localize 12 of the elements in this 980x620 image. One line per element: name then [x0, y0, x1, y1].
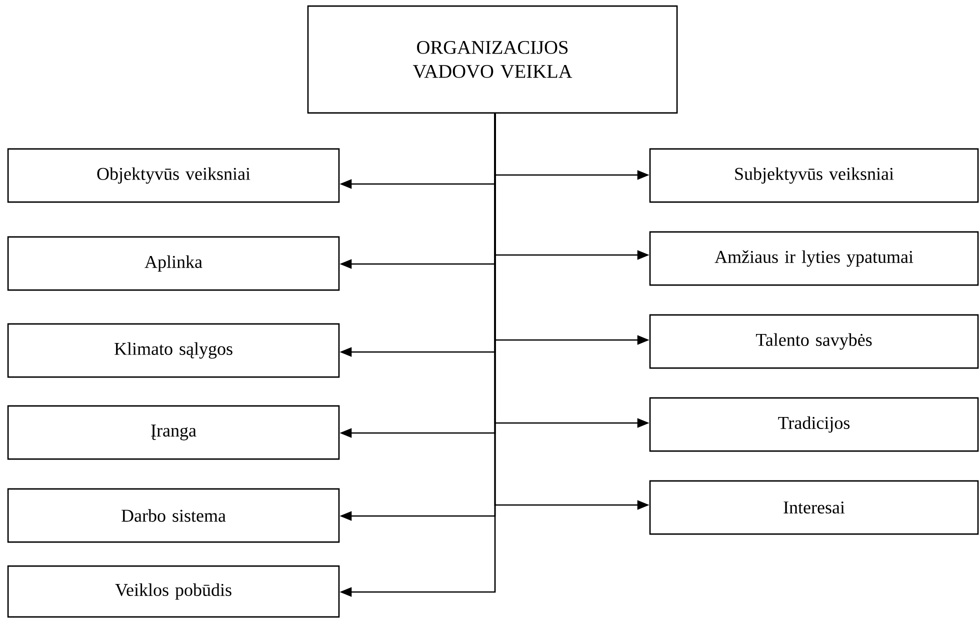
factor-box: Interesai [649, 480, 979, 535]
factor-box: Darbo sistema [7, 488, 340, 543]
factor-box: Aplinka [7, 236, 340, 291]
factor-box: Talento savybės [649, 314, 979, 369]
factor-box: Klimato sąlygos [7, 323, 340, 378]
factor-box: Objektyvūs veiksniai [7, 148, 340, 203]
factor-box: Amžiaus ir lyties ypatumai [649, 231, 979, 286]
title-box: ORGANIZACIJOS VADOVO VEIKLA [307, 5, 678, 114]
factor-box: Subjektyvūs veiksniai [649, 148, 979, 203]
factor-box: Tradicijos [649, 397, 979, 452]
factor-box: Veiklos pobūdis [7, 565, 340, 618]
factor-box: Įranga [7, 405, 340, 460]
